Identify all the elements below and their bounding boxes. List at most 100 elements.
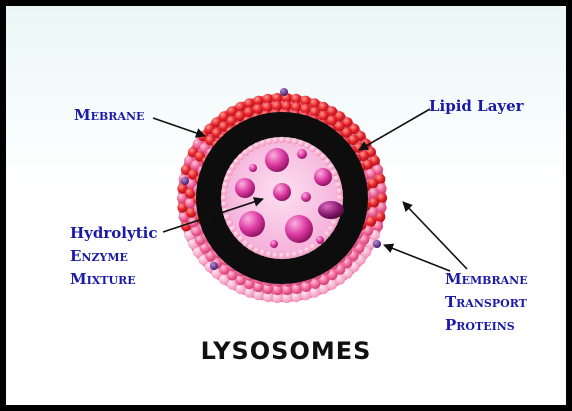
enzyme-vesicle xyxy=(270,240,278,248)
membrane-bead xyxy=(218,111,230,122)
inner-membrane-bead xyxy=(324,231,331,238)
membrane-bead xyxy=(318,274,330,286)
membrane-bead xyxy=(376,192,388,204)
inner-membrane-bead xyxy=(324,158,331,165)
membrane-bead xyxy=(327,269,338,281)
inner-membrane-bead xyxy=(237,235,245,243)
inner-membrane-bead xyxy=(278,136,286,144)
enzyme-arrow xyxy=(162,197,264,233)
membrane-bead xyxy=(365,216,377,227)
inner-membrane-bead xyxy=(221,188,228,195)
membrane-transport-proteins xyxy=(181,88,381,270)
enzyme-vesicle xyxy=(239,211,265,237)
membrane-bead xyxy=(184,188,196,199)
inner-membrane-bead xyxy=(220,194,228,202)
inner-membrane-bead xyxy=(247,243,255,251)
membrane-bead xyxy=(281,292,292,304)
enzyme-label-line1: Hydrolytic xyxy=(70,224,158,242)
enzyme-vesicle xyxy=(285,215,313,243)
inner-membrane-bead xyxy=(253,247,260,254)
membrane-bead xyxy=(226,115,237,127)
membrane-bead xyxy=(368,187,380,199)
inner-membrane-bead xyxy=(247,145,255,153)
membrane-bead xyxy=(211,268,222,279)
membrane-bead xyxy=(244,287,255,298)
inner-membrane-bead xyxy=(319,153,327,161)
membrane-bead xyxy=(367,207,379,218)
transport-protein xyxy=(210,262,218,270)
membrane-bead xyxy=(262,283,273,295)
enzyme-vesicle xyxy=(265,148,289,172)
inner-membrane-bead xyxy=(265,251,273,258)
inner-membrane-bead xyxy=(285,252,292,259)
inner-membrane-bead xyxy=(331,220,338,227)
membrane-bead xyxy=(310,278,321,289)
membrane-bead xyxy=(235,283,246,295)
membrane-bead xyxy=(253,95,264,107)
membrane-bead xyxy=(300,95,311,107)
transport-label-line1: Membrane xyxy=(445,270,528,288)
membrane-bead xyxy=(272,292,283,304)
membrane-bead xyxy=(219,264,230,275)
enzyme-vesicle xyxy=(316,236,324,244)
inner-membrane-bead xyxy=(272,252,279,259)
inner-membrane-bead xyxy=(221,201,228,208)
membrane-bead xyxy=(309,106,320,118)
transport-arrow-lower xyxy=(383,243,451,272)
membrane-bead xyxy=(199,243,211,254)
inner-membrane-bead xyxy=(265,138,273,145)
membrane-label: Mebrane xyxy=(74,104,144,127)
inner-membrane-bead xyxy=(229,225,237,233)
inner-membrane-bead xyxy=(278,252,286,260)
membrane-bead xyxy=(334,274,346,285)
inner-membrane-bead xyxy=(253,142,260,149)
membrane-bead xyxy=(334,121,345,132)
inner-membrane-bead xyxy=(224,175,231,182)
membrane-bead xyxy=(281,284,293,296)
membrane-bead xyxy=(272,92,283,104)
enzyme-vesicle xyxy=(314,168,332,186)
inner-membrane-bead xyxy=(233,158,240,165)
membrane-bead xyxy=(234,110,246,122)
membrane-bead xyxy=(176,192,188,204)
membrane-bead xyxy=(226,270,238,281)
lipid-layer-ring xyxy=(196,112,368,284)
inner-membrane-bead xyxy=(304,142,311,149)
membrane-label-text: Mebrane xyxy=(74,106,145,124)
transport-proteins-label: Membrane Transport Proteins xyxy=(445,268,528,337)
membrane-bead xyxy=(262,102,273,113)
inner-membrane-bead xyxy=(237,153,245,161)
hydrolytic-enzyme-vesicles xyxy=(235,148,344,248)
inner-membrane-bead xyxy=(315,149,322,156)
membrane-bead xyxy=(243,107,254,118)
inner-membrane-bead xyxy=(259,140,266,147)
membrane-bead xyxy=(341,127,353,138)
membrane-bead xyxy=(309,287,320,298)
membrane-bead xyxy=(326,115,338,126)
membrane-bead xyxy=(291,283,302,294)
transport-protein xyxy=(181,177,189,185)
transport-label-line3: Proteins xyxy=(445,316,515,334)
membrane-bead xyxy=(271,100,283,112)
membrane-bead xyxy=(291,101,302,113)
membrane-bead xyxy=(235,101,246,113)
transport-arrow-upper xyxy=(402,201,468,270)
membrane-bead xyxy=(300,103,311,115)
inner-membrane-bead xyxy=(291,138,299,145)
transport-protein xyxy=(280,88,288,96)
membrane-bead xyxy=(177,183,188,194)
membrane-bead xyxy=(376,202,387,213)
membrane-bead xyxy=(318,283,329,295)
lipid-layer-arrow xyxy=(358,108,431,151)
membrane-bead xyxy=(226,106,238,117)
enzyme-label-line3: Mixture xyxy=(70,270,136,288)
membrane-bead xyxy=(318,101,329,113)
inner-membrane-bead xyxy=(291,251,299,258)
membrane-bead xyxy=(205,250,216,262)
inner-membrane-bead xyxy=(333,175,340,182)
membrane-bead xyxy=(376,183,387,194)
membrane-bead xyxy=(253,290,264,301)
membrane-bead xyxy=(342,117,353,128)
transport-protein xyxy=(373,240,381,248)
